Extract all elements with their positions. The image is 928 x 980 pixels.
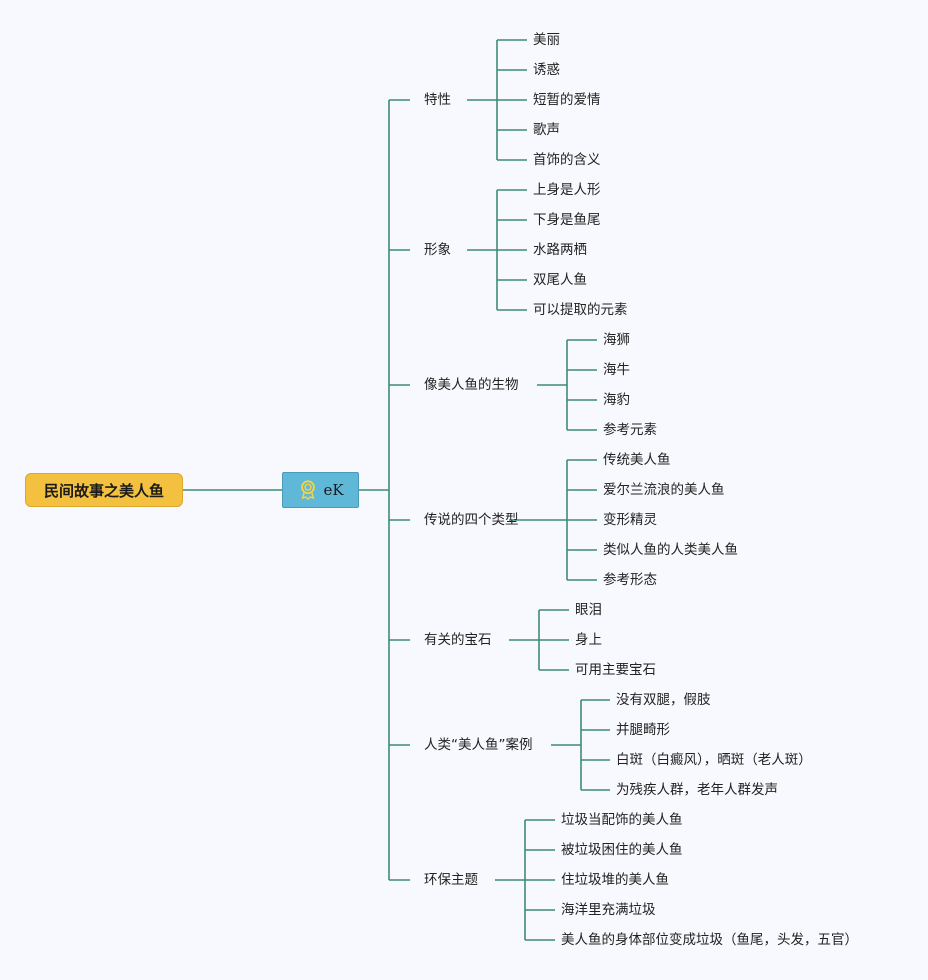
subtopic-0-0[interactable]: 美丽: [533, 32, 560, 48]
branch-topic-6[interactable]: 环保主题: [424, 872, 478, 888]
subtopic-5-3[interactable]: 为残疾人群，老年人群发声: [616, 782, 778, 798]
subtopic-5-1[interactable]: 并腿畸形: [616, 722, 670, 738]
subtopic-1-4[interactable]: 可以提取的元素: [533, 302, 628, 318]
subtopic-6-0[interactable]: 垃圾当配饰的美人鱼: [561, 812, 683, 828]
subtopic-1-3[interactable]: 双尾人鱼: [533, 272, 587, 288]
subtopic-6-1[interactable]: 被垃圾困住的美人鱼: [561, 842, 683, 858]
subtopic-0-1[interactable]: 诱惑: [533, 62, 560, 78]
center-topic[interactable]: eK: [282, 472, 359, 508]
subtopic-2-1[interactable]: 海牛: [603, 362, 630, 378]
subtopic-3-4[interactable]: 参考形态: [603, 572, 657, 588]
root-topic[interactable]: 民间故事之美人鱼: [25, 473, 183, 507]
subtopic-0-3[interactable]: 歌声: [533, 122, 560, 138]
subtopic-2-0[interactable]: 海狮: [603, 332, 630, 348]
subtopic-1-0[interactable]: 上身是人形: [533, 182, 601, 198]
ribbon-badge-icon: [301, 480, 316, 500]
subtopic-3-3[interactable]: 类似人鱼的人类美人鱼: [603, 542, 738, 558]
branch-topic-0[interactable]: 特性: [424, 92, 451, 108]
subtopic-0-2[interactable]: 短暂的爱情: [533, 92, 601, 108]
branch-topic-5[interactable]: 人类“美人鱼”案例: [424, 737, 533, 753]
subtopic-2-2[interactable]: 海豹: [603, 392, 630, 408]
subtopic-3-2[interactable]: 变形精灵: [603, 512, 657, 528]
subtopic-6-3[interactable]: 海洋里充满垃圾: [561, 902, 656, 918]
subtopic-6-4[interactable]: 美人鱼的身体部位变成垃圾（鱼尾，头发，五官）: [561, 932, 858, 948]
subtopic-0-4[interactable]: 首饰的含义: [533, 152, 601, 168]
branch-topic-2[interactable]: 像美人鱼的生物: [424, 377, 519, 393]
center-topic-label: eK: [323, 481, 344, 499]
root-topic-label: 民间故事之美人鱼: [43, 481, 164, 500]
subtopic-4-0[interactable]: 眼泪: [575, 602, 602, 618]
branch-topic-4[interactable]: 有关的宝石: [424, 632, 492, 648]
subtopic-4-1[interactable]: 身上: [575, 632, 602, 648]
subtopic-2-3[interactable]: 参考元素: [603, 422, 657, 438]
subtopic-1-2[interactable]: 水路两栖: [533, 242, 587, 258]
subtopic-4-2[interactable]: 可用主要宝石: [575, 662, 656, 678]
subtopic-5-2[interactable]: 白斑（白癜风），晒斑（老人斑）: [616, 752, 812, 768]
subtopic-5-0[interactable]: 没有双腿，假肢: [616, 692, 711, 708]
subtopic-1-1[interactable]: 下身是鱼尾: [533, 212, 601, 228]
subtopic-3-0[interactable]: 传统美人鱼: [603, 452, 671, 468]
subtopic-3-1[interactable]: 爱尔兰流浪的美人鱼: [603, 482, 725, 498]
branch-topic-3[interactable]: 传说的四个类型: [424, 512, 519, 528]
branch-topic-1[interactable]: 形象: [424, 242, 451, 258]
subtopic-6-2[interactable]: 住垃圾堆的美人鱼: [561, 872, 669, 888]
